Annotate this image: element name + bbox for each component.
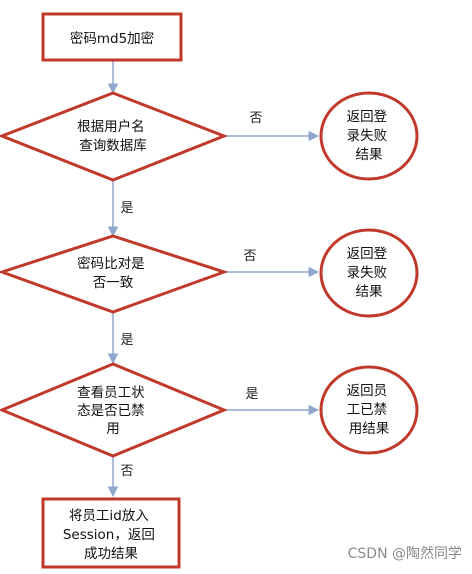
- end-login-failed-1-line-3: 结果: [356, 147, 383, 163]
- edge-label-d2-yes: 是: [120, 333, 133, 348]
- csdn-watermark: CSDN @陶然同学: [347, 546, 462, 562]
- end-login-failed-1-label: 返回登 录失败 结果: [347, 109, 392, 163]
- decision-query-database-line-2: 查询数据库: [79, 138, 147, 154]
- process-md5-encrypt-label: 密码md5加密: [70, 30, 154, 47]
- edge-label-d3-no: 否: [120, 464, 133, 479]
- end-login-failed-2-line-2: 录失败: [347, 265, 388, 281]
- decision-password-match-label: 密码比对是 否一致: [77, 255, 149, 291]
- end-employee-disabled-line-1: 返回员: [347, 383, 388, 399]
- edge-label-d1-no: 否: [249, 111, 262, 126]
- end-employee-disabled: [319, 365, 419, 455]
- decision-employee-disabled-label: 查看员工状 态是否已禁 用: [77, 385, 149, 437]
- process-success-line-1: 将员工id放入: [69, 508, 149, 524]
- decision-employee-disabled-line-3: 用: [106, 421, 120, 437]
- decision-employee-disabled-line-1: 查看员工状: [77, 385, 145, 401]
- decision-password-match: [0, 234, 229, 314]
- end-employee-disabled-line-2: 工已禁: [347, 402, 388, 418]
- end-login-failed-2-line-1: 返回登: [347, 246, 388, 262]
- decision-query-database-line-1: 根据用户名: [77, 118, 145, 135]
- end-login-failed-2-line-3: 结果: [356, 284, 383, 300]
- edge-label-d3-yes: 是: [245, 387, 258, 402]
- process-success-line-2: Session，返回: [63, 527, 155, 543]
- end-login-failed-2: [319, 228, 419, 318]
- edge-label-d1-yes: 是: [120, 201, 133, 216]
- process-success-label: 将员工id放入 Session，返回 成功结果: [63, 508, 159, 562]
- decision-password-match-line-1: 密码比对是: [77, 255, 145, 272]
- process-success-line-3: 成功结果: [84, 546, 138, 562]
- decision-password-match-line-2: 否一致: [93, 275, 134, 291]
- end-employee-disabled-line-3: 用结果: [349, 421, 390, 437]
- end-login-failed-2-label: 返回登 录失败 结果: [347, 246, 392, 300]
- decision-query-database: [0, 91, 229, 182]
- end-login-failed-1: [319, 91, 419, 181]
- end-login-failed-1-line-2: 录失败: [347, 128, 388, 144]
- process-md5-encrypt-line-1: 密码md5加密: [70, 30, 154, 47]
- end-employee-disabled-label: 返回员 工已禁 用结果: [347, 383, 392, 437]
- process-md5-encrypt-box: [41, 12, 183, 62]
- end-login-failed-1-line-1: 返回登: [347, 109, 388, 125]
- decision-employee-disabled-line-2: 态是否已禁: [77, 403, 145, 419]
- decision-query-database-label: 根据用户名 查询数据库: [77, 118, 149, 154]
- process-success-box: [41, 497, 181, 569]
- edge-label-d2-no: 否: [243, 249, 256, 264]
- decision-employee-disabled: [0, 362, 228, 458]
